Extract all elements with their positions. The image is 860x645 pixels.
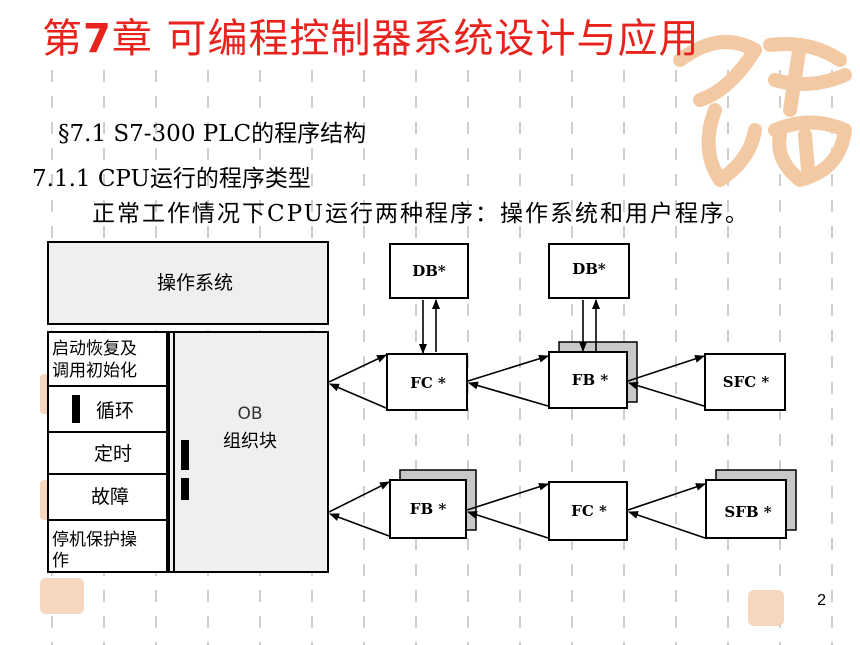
sfb-box — [705, 479, 787, 539]
ob-type-startup-1: 启动恢复及 — [52, 339, 137, 359]
seal-small-icon — [40, 578, 84, 614]
ob-type-timer: 定时 — [94, 443, 132, 465]
ob-type-startup-2: 调用初始化 — [52, 361, 137, 381]
sfb-label: SFB * — [724, 503, 771, 521]
ob-type-stop-1: 停机保护操 — [52, 530, 137, 550]
seal-logo-icon — [673, 35, 852, 187]
seal-small-icon — [748, 590, 784, 626]
sfc-box — [704, 353, 786, 411]
description-text: 正常工作情况下CPU运行两种程序：操作系统和用户程序。 — [92, 201, 751, 227]
ob-type-fault: 故障 — [91, 486, 129, 508]
os-box — [47, 241, 329, 325]
os-label: 操作系统 — [157, 272, 233, 294]
subsection-heading: 7.1.1 CPU运行的程序类型 — [32, 166, 311, 192]
fb-label-bottom: FB * — [410, 500, 447, 518]
ob-sublabel: 组织块 — [223, 431, 277, 452]
fb-box-bottom — [389, 479, 467, 539]
ob-label: OB — [237, 404, 262, 424]
db-label-1: DB* — [412, 262, 446, 280]
db-box-1 — [389, 243, 469, 299]
fc-box-top — [386, 353, 468, 411]
sfc-label: SFC * — [723, 373, 770, 391]
fc-label-bottom: FC * — [571, 502, 607, 520]
fc-box-bottom — [548, 481, 628, 541]
ob-type-cyclic: 循环 — [96, 400, 134, 422]
ob-type-stop-2: 作 — [52, 551, 69, 571]
fb-label-top: FB * — [572, 371, 609, 389]
fb-box-top — [548, 351, 628, 409]
db-box-2 — [548, 243, 630, 299]
page-title: 第7章 可编程控制器系统设计与应用 — [42, 16, 700, 62]
section-heading: §7.1 S7-300 PLC的程序结构 — [58, 121, 367, 147]
db-label-2: DB* — [572, 260, 606, 278]
fc-label-top: FC * — [410, 374, 446, 392]
page-number: 2 — [817, 592, 826, 609]
